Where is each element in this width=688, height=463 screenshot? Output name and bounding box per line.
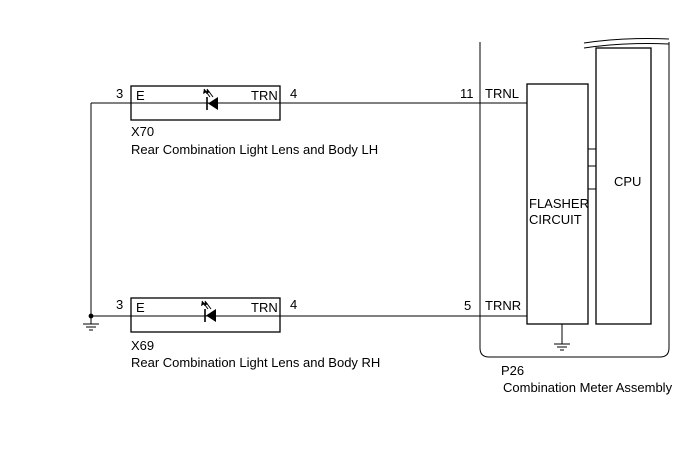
rh-term-left: E (136, 300, 145, 315)
lh-term-left: E (136, 88, 145, 103)
flasher-label-line2: CIRCUIT (529, 212, 582, 227)
junction-dot (88, 313, 94, 319)
meter-name: Combination Meter Assembly (503, 380, 673, 395)
lh-term-right: TRN (251, 88, 278, 103)
lh-light-name: Rear Combination Light Lens and Body LH (131, 142, 378, 157)
flasher-label-line1: FLASHER (529, 196, 589, 211)
cpu-block (595, 47, 652, 325)
rh-led-icon (201, 300, 216, 322)
meter-pin-trnl: 11 (460, 86, 474, 101)
rh-pin-left: 3 (116, 297, 123, 312)
meter-pin-trnr: 5 (464, 298, 471, 313)
meter-connector-id: P26 (501, 363, 524, 378)
cpu-break-mark (583, 38, 670, 44)
rh-term-right: TRN (251, 300, 278, 315)
lh-led-icon (203, 88, 218, 110)
cpu-break-mark-2 (583, 43, 670, 49)
rh-connector-id: X69 (131, 338, 154, 353)
meter-assembly-outline (479, 42, 670, 358)
meter-term-trnl: TRNL (485, 86, 519, 101)
lh-pin-right: 4 (290, 86, 297, 101)
lh-pin-left: 3 (116, 86, 123, 101)
meter-term-trnr: TRNR (485, 298, 521, 313)
flasher-circuit-block (526, 83, 589, 325)
rh-pin-right: 4 (290, 297, 297, 312)
lh-connector-id: X70 (131, 124, 154, 139)
rh-light-name: Rear Combination Light Lens and Body RH (131, 355, 380, 370)
cpu-label: CPU (614, 174, 641, 189)
